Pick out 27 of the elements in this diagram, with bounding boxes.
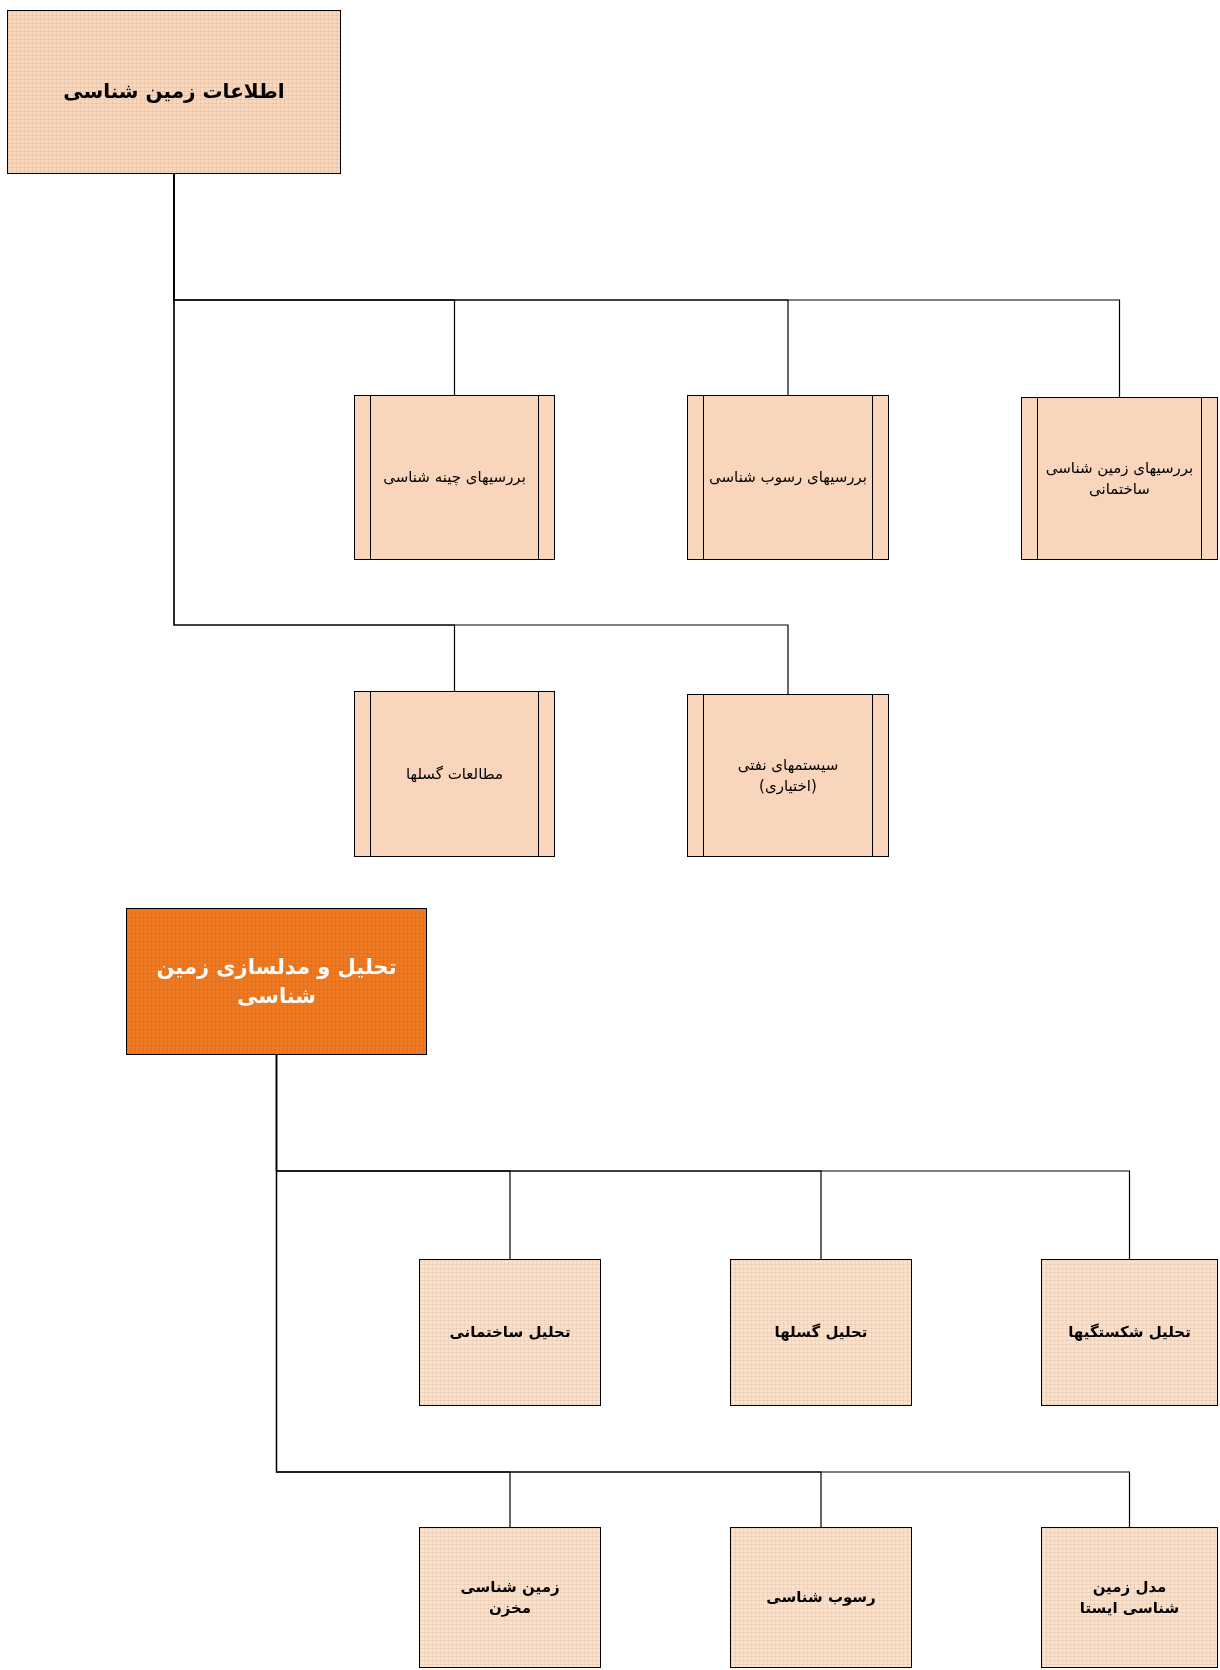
box-label: اطلاعات زمین شناسی <box>63 78 285 106</box>
box-label: زمین شناسی مخزن <box>459 1576 561 1619</box>
process-box <box>126 908 427 1055</box>
process-box <box>7 10 341 174</box>
box-label: تحلیل و مدلسازی زمین شناسی <box>155 953 398 1010</box>
predefined-process-box <box>354 395 555 560</box>
predefined-process-box <box>687 694 889 857</box>
box-label: بررسیهای زمین شناسی ساختمانی <box>1044 457 1195 500</box>
box-label: مدل زمین شناسی ایستا <box>1078 1576 1181 1619</box>
process-box <box>730 1527 912 1668</box>
box-label: تحلیل گسلها <box>774 1322 868 1343</box>
process-box <box>1041 1527 1218 1668</box>
predefined-process-box <box>354 691 555 857</box>
box-label: سیستمهای نفتی (اختیاری) <box>736 754 840 797</box>
predefined-process-box <box>687 395 889 560</box>
process-box <box>419 1259 601 1406</box>
process-box <box>730 1259 912 1406</box>
predefined-process-box <box>1021 397 1218 560</box>
box-label: رسوب شناسی <box>766 1587 876 1608</box>
box-label: مطالعات گسلها <box>405 763 504 785</box>
box-label: بررسیهای چینه شناسی <box>383 467 526 488</box>
box-label: بررسیهای رسوب شناسی <box>709 467 867 488</box>
process-box <box>1041 1259 1218 1406</box>
box-label: تحلیل شکستگیها <box>1068 1322 1191 1343</box>
connector-line <box>275 1054 1131 1528</box>
box-label: تحلیل ساختمانی <box>449 1322 571 1343</box>
process-box <box>419 1527 601 1668</box>
